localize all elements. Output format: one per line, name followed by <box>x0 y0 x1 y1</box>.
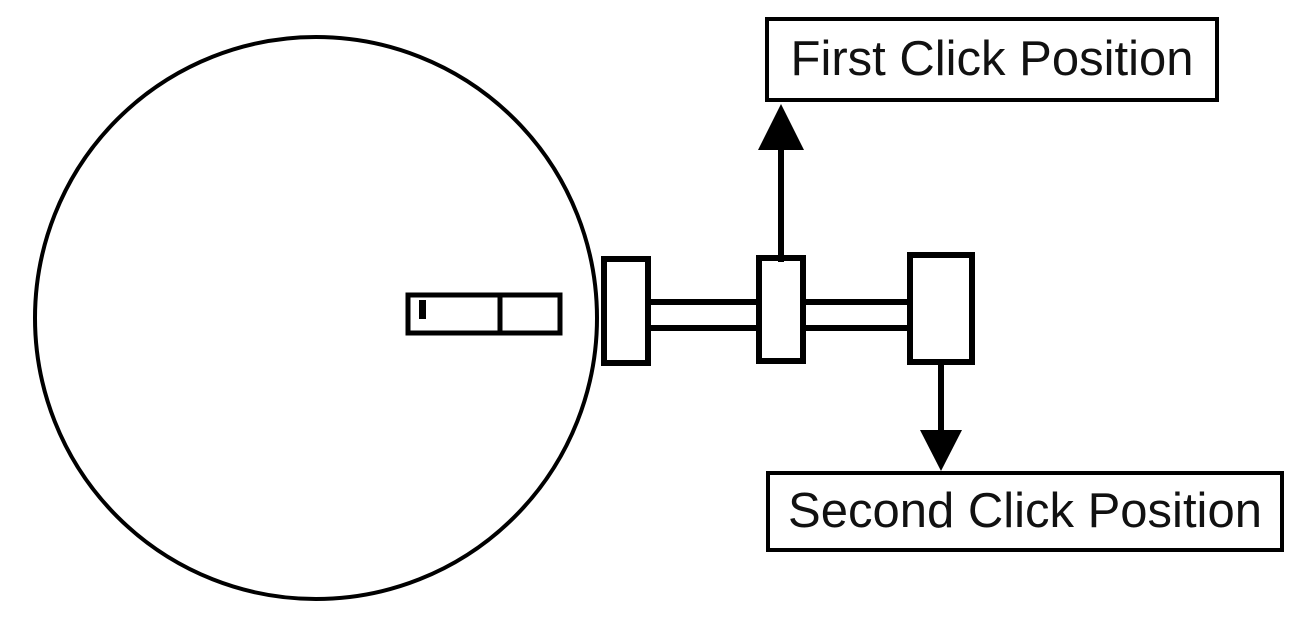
up-arrow-head <box>758 104 804 150</box>
second-click-position-label: Second Click Position <box>788 484 1262 538</box>
large-circle <box>33 35 599 601</box>
second-click-position-label-box: Second Click Position <box>766 471 1284 552</box>
left-shaft-bar <box>643 299 764 331</box>
right-end-block[interactable] <box>907 252 975 365</box>
first-click-position-label-box: First Click Position <box>765 17 1219 102</box>
left-flange-block[interactable] <box>601 256 651 366</box>
up-arrow <box>758 104 804 262</box>
middle-collar-block[interactable] <box>756 255 806 364</box>
down-arrow-head <box>920 430 962 471</box>
inner-text-field[interactable] <box>405 292 563 336</box>
right-shaft-bar <box>798 299 915 331</box>
inner-text-field-outline <box>405 292 563 336</box>
down-arrow <box>920 362 962 471</box>
text-caret-icon <box>419 300 426 319</box>
first-click-position-label: First Click Position <box>790 32 1194 86</box>
